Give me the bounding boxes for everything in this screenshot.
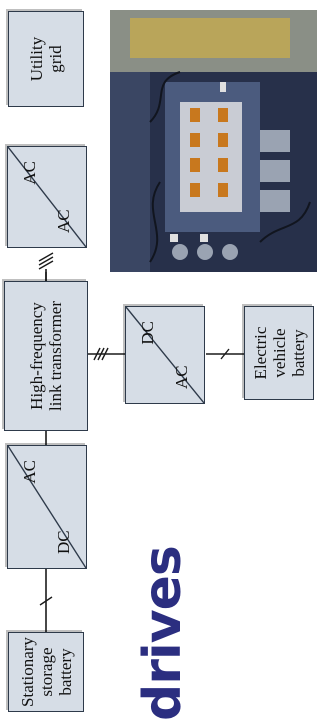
utility-grid-block: Utility grid (8, 11, 84, 107)
ac-dc-input-label: AC (172, 365, 191, 389)
utility-grid-label: Utility grid (27, 36, 65, 82)
ev-battery-label: Electric vehicle battery (250, 326, 308, 380)
hf-transformer-label: High-frequency link transformer (27, 301, 65, 411)
converter-diagonal (8, 446, 86, 568)
ac-ac-output-label: AC (20, 161, 39, 185)
dc-ac-input-label: DC (54, 530, 73, 554)
ac-dc-converter-block: AC DC (125, 306, 205, 404)
hardware-photo-drawing (110, 10, 317, 272)
converter-diagonal (8, 147, 86, 247)
hardware-photo (110, 10, 317, 272)
slide-title-fragment: drives (133, 546, 193, 721)
converter-diagonal (126, 307, 204, 403)
single-phase-mark-1 (39, 596, 53, 606)
ev-battery-block: Electric vehicle battery (244, 306, 314, 400)
stationary-storage-battery-block: Stationary storage battery (8, 632, 84, 712)
single-phase-mark-2 (220, 348, 230, 360)
dc-ac-output-label: AC (20, 460, 39, 484)
ac-ac-input-label: AC (54, 209, 73, 233)
hf-link-transformer-block: High-frequency link transformer (4, 281, 88, 431)
dc-ac-converter-block: DC AC (7, 445, 87, 569)
ac-ac-converter-block: AC AC (7, 146, 87, 248)
stationary-storage-label: Stationary storage battery (17, 637, 75, 707)
ac-dc-output-label: DC (138, 321, 157, 345)
